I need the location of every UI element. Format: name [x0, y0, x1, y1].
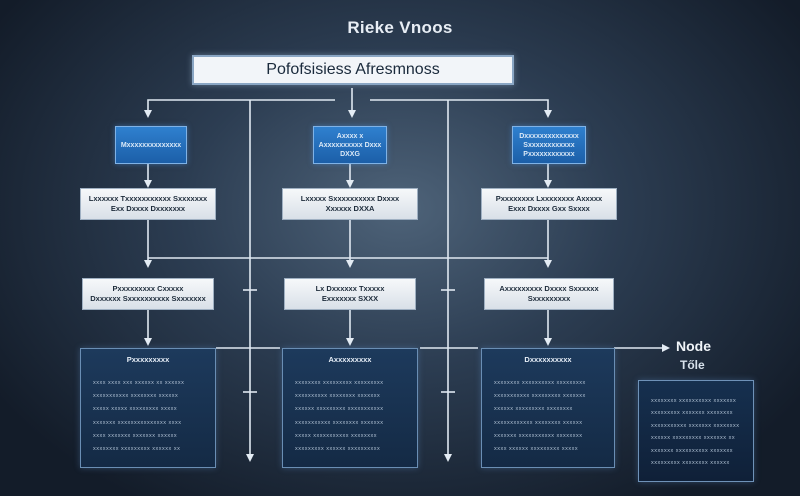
panel-line: xxxx xxxxxx xxxxxxxxx xxxxx	[494, 445, 579, 452]
panel-title: Axxxxxxxxx	[328, 355, 372, 364]
panel-title: Pxxxxxxxxx	[126, 355, 170, 364]
node-note-panel: xxxxxxxx xxxxxxxxxx xxxxxxx xxxxxxxxx xx…	[638, 380, 754, 482]
note-line: xxxxxxxx xxxxxxxxxx xxxxxxx	[651, 397, 737, 404]
panel-line: xxxxxxxx xxxxxxxxx xxxxxxxxx	[295, 380, 384, 387]
panel-line: xxxxxxx xxxxxxxxxxxxxxx xxxx	[93, 419, 182, 426]
blue-box-col1: Mxxxxxxxxxxxxxx	[115, 126, 187, 164]
node-sublabel: Tőle	[680, 358, 705, 372]
panel-line: xxxxxxxxxxxx xxxxxxxx xxxxxx	[494, 419, 583, 426]
note-line: xxxxxxxxxxx xxxxxxx xxxxxxxx	[651, 422, 740, 429]
panel-line: xxxxxxxxxx xxxxxxxx xxxxxxx	[295, 393, 381, 400]
gray-box-row2-col1: Pxxxxxxxxx Cxxxxx Dxxxxxx Sxxxxxxxxxx Sx…	[82, 278, 214, 310]
panel-line: xxxxxx xxxxxxxxx xxxxxxxxxxx	[295, 406, 384, 413]
blue-box-col2: Axxxx x Axxxxxxxxxx Dxxx DXXG	[313, 126, 387, 164]
panel-line: xxxxxxxxxxx xxxxxxxx xxxxxx	[93, 393, 179, 400]
panel-line: xxxx xxxx xxx xxxxxx xx xxxxxx	[93, 380, 185, 387]
detail-panel-col3: Dxxxxxxxxxx xxxxxxxx xxxxxxxxxx xxxxxxxx…	[481, 348, 615, 468]
gray-box-row2-col2: Lx Dxxxxxx Txxxxx Exxxxxxx SXXX	[284, 278, 416, 310]
diagram-title: Rieke Vnoos	[347, 18, 453, 37]
arrow-top-right	[370, 99, 552, 118]
node-label: Node	[676, 338, 711, 354]
panel-line: xxxxxx xxxxxxxxx xxxxxxxx	[494, 406, 573, 413]
detail-panel-col1: Pxxxxxxxxx xxxx xxxx xxx xxxxxx xx xxxxx…	[80, 348, 216, 468]
panel-line: xxxxx xxxxxxxxxxx xxxxxxxx	[295, 432, 378, 439]
blue-box-col3: Dxxxxxxxxxxxxxx Sxxxxxxxxxxxx Pxxxxxxxxx…	[512, 126, 586, 164]
panel-line: xxxxxxxxx xxxxxx xxxxxxxxxx	[295, 445, 381, 452]
gray-box-row1-col2: Lxxxxx Sxxxxxxxxxx Dxxxx Xxxxxx DXXA	[282, 188, 418, 220]
gray-box-row1-col3: Pxxxxxxxx Lxxxxxxxx Axxxxx Exxx Dxxxx Gx…	[481, 188, 617, 220]
arrow-top-left	[144, 99, 335, 118]
panel-line: xxxxxxxx xxxxxxxxxx xxxxxxxxx	[494, 380, 586, 387]
note-line: xxxxxxxxx xxxxxxxx xxxxxx	[651, 460, 730, 467]
panel-line: xxxxxxxxxxx xxxxxxxxx xxxxxxx	[494, 393, 586, 400]
detail-panel-col2: Axxxxxxxxx xxxxxxxx xxxxxxxxx xxxxxxxxx …	[282, 348, 418, 468]
panel-line: xxxxxxxxxxx xxxxxxxx xxxxxxx	[295, 419, 384, 426]
gray-box-row2-col3: Axxxxxxxxx Dxxxx Sxxxxxx Sxxxxxxxxx	[484, 278, 614, 310]
panel-title: Dxxxxxxxxxx	[524, 355, 572, 364]
note-line: xxxxxxx xxxxxxxxxx xxxxxxx	[651, 447, 734, 454]
panel-line: xxxx xxxxxxx xxxxxxx xxxxxx	[93, 432, 178, 439]
top-process-box: Pofofsisiess Afresmnoss	[192, 55, 514, 85]
panel-line: xxxxx xxxxx xxxxxxxxx xxxxx	[93, 406, 178, 413]
note-line: xxxxxx xxxxxxxxx xxxxxxx xx	[651, 435, 736, 442]
note-line: xxxxxxxxx xxxxxxx xxxxxxxx	[651, 410, 734, 417]
panel-line: xxxxxxx xxxxxxxxxxx xxxxxxxx	[494, 432, 583, 439]
panel-line: xxxxxxxx xxxxxxxxx xxxxxx xx	[93, 445, 181, 452]
gray-box-row1-col1: Lxxxxxx Txxxxxxxxxxx Sxxxxxxx Exx Dxxxx …	[80, 188, 216, 220]
